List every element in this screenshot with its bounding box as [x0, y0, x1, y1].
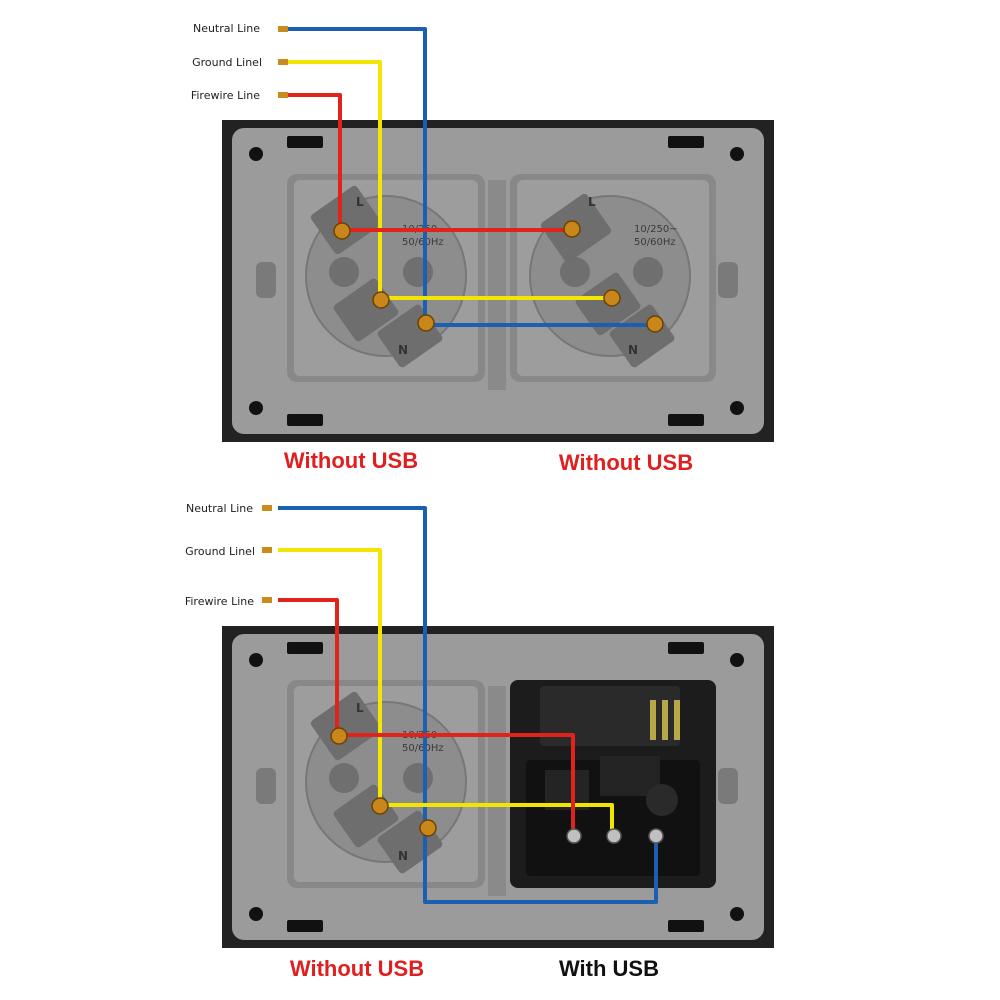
socket-pin-hole [403, 763, 433, 793]
neutral-wire [278, 506, 658, 904]
neutral-wire [286, 27, 650, 327]
terminal-screw [566, 828, 582, 844]
center-divider [488, 686, 506, 896]
clip-slot [287, 414, 323, 426]
firewire-line-label: Firewire Line [191, 89, 260, 102]
clip-slot [668, 642, 704, 654]
wire-tip [278, 59, 288, 65]
clip-slot [668, 414, 704, 426]
mount-hole [249, 147, 263, 161]
usb-terminals [566, 828, 664, 844]
terminal-screw [330, 727, 348, 745]
mount-hole [249, 401, 263, 415]
usb-module [510, 680, 716, 888]
caption-right: With USB [559, 956, 659, 981]
terminal-screw [333, 222, 351, 240]
clip-slot [287, 920, 323, 932]
wire-tip [262, 505, 272, 511]
terminals-bottom [330, 727, 437, 837]
terminal-screw [646, 315, 664, 333]
socket-pin-hole [403, 257, 433, 287]
clip-slot [668, 920, 704, 932]
wire-tip [278, 92, 288, 98]
terminals-top [333, 220, 664, 333]
terminal-live-label: L [356, 701, 364, 715]
terminal-screw [417, 314, 435, 332]
side-tab [718, 262, 738, 298]
neutral-line-label: Neutral Line [193, 22, 260, 35]
terminal-live-label: L [356, 195, 364, 209]
terminal-neutral-label: N [398, 849, 408, 863]
terminal-screw [372, 291, 390, 309]
rating-text: 50/60Hz [402, 237, 444, 248]
wire-tips-bottom [262, 505, 272, 603]
wire-tips-top [278, 26, 288, 98]
mount-hole [249, 653, 263, 667]
usb-port-slot [674, 700, 680, 740]
mount-hole [730, 653, 744, 667]
side-tab [256, 768, 276, 804]
side-tab [256, 262, 276, 298]
socket-module-right: L N 10/250~ 50/60Hz [510, 174, 716, 382]
terminal-live-label: L [588, 195, 596, 209]
wire-tip [262, 597, 272, 603]
neutral-line-label: Neutral Line [186, 502, 253, 515]
firewire-wire [286, 93, 572, 232]
rating-text: 10/250~ [634, 224, 678, 235]
clip-slot [287, 642, 323, 654]
clip-slot [287, 136, 323, 148]
terminal-screw [606, 828, 622, 844]
socket-pin-hole [633, 257, 663, 287]
socket-module-left: L N 10/250~ 50/60Hz [287, 680, 485, 888]
rating-text: 50/60Hz [634, 237, 676, 248]
ground-wire [286, 60, 612, 300]
mount-hole [730, 401, 744, 415]
center-divider [488, 180, 506, 390]
side-tab [718, 768, 738, 804]
socket-pin-hole [329, 257, 359, 287]
mount-hole [249, 907, 263, 921]
rating-text: 50/60Hz [402, 743, 444, 754]
wire-tip [278, 26, 288, 32]
terminal-neutral-label: N [628, 343, 638, 357]
diagram-bottom: L N 10/250~ 50/60Hz [185, 502, 774, 981]
mount-hole [730, 907, 744, 921]
ground-line-label: Ground Linel [192, 56, 262, 69]
clip-slot [668, 136, 704, 148]
firewire-line-label: Firewire Line [185, 595, 254, 608]
terminal-neutral-label: N [398, 343, 408, 357]
caption-left: Without USB [290, 956, 424, 981]
usb-port-slot [662, 700, 668, 740]
usb-port-slot [650, 700, 656, 740]
terminal-screw [371, 797, 389, 815]
terminal-screw [419, 819, 437, 837]
wires-top [286, 27, 650, 327]
wire-tip [262, 547, 272, 553]
socket-pin-hole [560, 257, 590, 287]
diagram-top: L N 10/250~ 50/60Hz L N 10/250~ 50/60Hz [191, 22, 774, 475]
caption-right: Without USB [559, 450, 693, 475]
terminal-screw [603, 289, 621, 307]
ground-line-label: Ground Linel [185, 545, 255, 558]
terminal-screw [563, 220, 581, 238]
socket-pin-hole [329, 763, 359, 793]
socket-module-left: L N 10/250~ 50/60Hz [287, 174, 485, 382]
mount-hole [730, 147, 744, 161]
caption-left: Without USB [284, 448, 418, 473]
terminal-screw [648, 828, 664, 844]
